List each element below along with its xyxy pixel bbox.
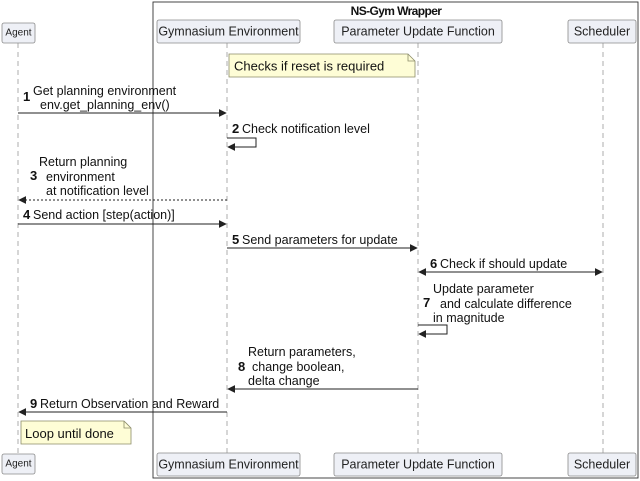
env-participant-label: Gymnasium Environment	[158, 25, 299, 39]
agent-participant-label-bottom: Agent	[5, 459, 31, 470]
message-7-line-1: Update parameter	[433, 282, 534, 296]
message-2-number: 2	[232, 121, 239, 136]
message-5: 5 Send parameters for update	[227, 232, 418, 252]
message-7: 7 Update parameter and calculate differe…	[418, 282, 572, 338]
scheduler-participant-label: Scheduler	[574, 25, 630, 39]
message-9-line-1: Return Observation and Reward	[40, 397, 219, 411]
message-7-line-3: in magnitude	[433, 311, 505, 325]
message-8-line-1: Return parameters,	[248, 345, 356, 359]
message-2: 2 Check notification level	[227, 121, 370, 151]
reset-note-text: Checks if reset is required	[234, 59, 384, 74]
message-7-arrow	[418, 324, 448, 338]
puf-participant-top: Parameter Update Function	[333, 19, 503, 44]
env-participant-bottom: Gymnasium Environment	[156, 452, 301, 477]
message-5-number: 5	[232, 232, 239, 247]
wrapper-frame-title: NS-Gym Wrapper	[351, 4, 443, 18]
loop-note-text: Loop until done	[25, 426, 114, 441]
message-9: 9 Return Observation and Reward	[18, 396, 227, 416]
env-participant-top: Gymnasium Environment	[156, 19, 301, 44]
puf-participant-label: Parameter Update Function	[341, 25, 495, 39]
puf-participant-label-bottom: Parameter Update Function	[341, 458, 495, 472]
message-6-number: 6	[430, 256, 437, 271]
message-1-number: 1	[23, 89, 30, 104]
scheduler-participant-label-bottom: Scheduler	[574, 458, 630, 472]
message-2-line-1: Check notification level	[242, 122, 370, 136]
message-7-line-2: and calculate difference	[440, 297, 572, 311]
scheduler-participant-bottom: Scheduler	[567, 452, 637, 477]
message-3-number: 3	[30, 168, 37, 183]
message-5-line-1: Send parameters for update	[242, 233, 398, 247]
message-2-arrow	[227, 137, 257, 151]
message-3-line-3: at notification level	[46, 184, 149, 198]
scheduler-participant-top: Scheduler	[567, 19, 637, 44]
message-9-number: 9	[30, 396, 37, 411]
message-8-line-2: change boolean,	[252, 360, 344, 374]
message-8-number: 8	[238, 359, 245, 374]
loop-note: Loop until done	[20, 420, 132, 445]
reset-note: Checks if reset is required	[228, 53, 416, 78]
message-4-line-1: Send action [step(action)]	[33, 208, 175, 222]
message-4-number: 4	[23, 207, 31, 222]
agent-participant-bottom: Agent	[1, 453, 36, 475]
message-4: 4 Send action [step(action)]	[18, 207, 227, 228]
message-8-line-3: delta change	[248, 374, 320, 388]
puf-participant-bottom: Parameter Update Function	[333, 452, 503, 477]
agent-participant-label: Agent	[5, 28, 31, 39]
message-8: 8 Return parameters, change boolean, del…	[227, 345, 418, 393]
env-participant-label-bottom: Gymnasium Environment	[158, 458, 299, 472]
message-7-number: 7	[423, 295, 430, 310]
message-1: 1 Get planning environment env.get_plann…	[18, 84, 227, 117]
message-6: 6 Check if should update	[418, 256, 603, 276]
message-3-line-2: environment	[46, 170, 115, 184]
wrapper-frame	[152, 1, 639, 479]
message-3: 3 Return planning environment at notific…	[18, 155, 227, 204]
message-6-line-1: Check if should update	[440, 257, 567, 271]
message-3-line-1: Return planning	[39, 155, 127, 169]
agent-participant-top: Agent	[1, 22, 36, 44]
message-1-line-1: Get planning environment	[33, 84, 177, 98]
message-1-line-2: env.get_planning_env()	[40, 98, 170, 112]
